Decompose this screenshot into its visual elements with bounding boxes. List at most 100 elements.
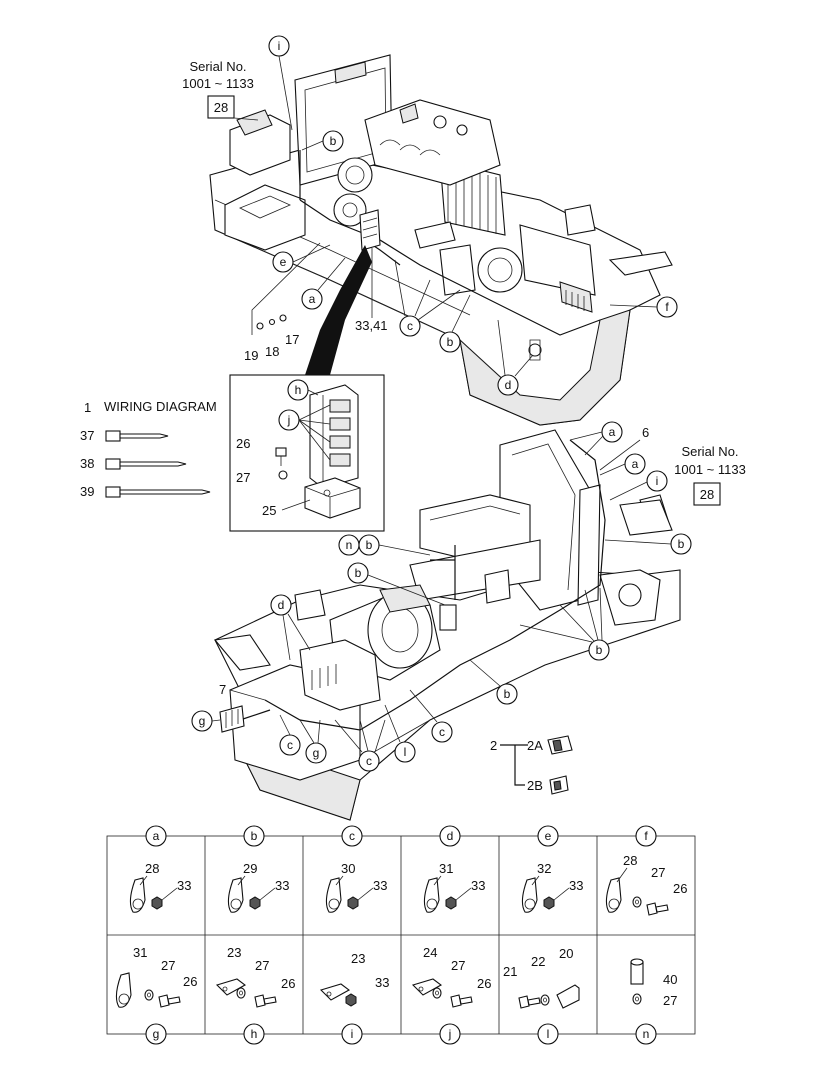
serial-right-box-label: 28 xyxy=(700,487,714,502)
svg-text:33: 33 xyxy=(375,975,389,990)
svg-text:e: e xyxy=(545,829,552,843)
serial-top-box-label: 28 xyxy=(214,100,228,115)
bottom-callout-c1: c xyxy=(279,714,301,756)
grid-header-l: l xyxy=(537,1023,559,1045)
svg-text:c: c xyxy=(366,754,372,768)
grid-header-b: b xyxy=(243,825,265,847)
svg-text:a: a xyxy=(609,425,616,439)
svg-text:17: 17 xyxy=(285,332,299,347)
svg-text:29: 29 xyxy=(243,861,257,876)
svg-text:i: i xyxy=(351,1027,354,1041)
bottom-callout-b-left: b xyxy=(347,562,446,606)
grid-header-g: g xyxy=(145,1023,167,1045)
inset-callout-j: j xyxy=(278,404,331,461)
bottom-assembly: 2 2A 2B Serial No. 1001 ~ 1133 28 a 6 a … xyxy=(191,421,746,821)
legend-num: 1 xyxy=(84,400,91,415)
serial-top-box xyxy=(207,95,235,119)
grid-cell-b: 29 33 xyxy=(227,861,289,913)
cable-tie-37: 37 xyxy=(80,428,169,443)
svg-text:a: a xyxy=(632,457,639,471)
bottom-callout-i: i xyxy=(609,470,668,501)
bottom-callout-g: g xyxy=(191,710,221,732)
bottom-callout-b-n: b xyxy=(358,534,431,556)
svg-text:f: f xyxy=(665,300,669,314)
svg-text:33: 33 xyxy=(471,878,485,893)
svg-text:i: i xyxy=(278,39,281,53)
callout-33-41: 33,41 xyxy=(355,318,388,333)
grid-header-f: f xyxy=(635,825,657,847)
svg-text:33: 33 xyxy=(275,878,289,893)
svg-text:27: 27 xyxy=(651,865,665,880)
grid-header-j: j xyxy=(439,1023,461,1045)
svg-text:33: 33 xyxy=(569,878,583,893)
svg-text:27: 27 xyxy=(236,470,250,485)
svg-text:c: c xyxy=(287,738,293,752)
serial-right-line1: Serial No. xyxy=(681,444,738,459)
grid-cells: 2833293330333133323328272631272623272623… xyxy=(115,853,687,1009)
grid-header-h: h xyxy=(243,1023,265,1045)
svg-text:27: 27 xyxy=(161,958,175,973)
svg-text:19: 19 xyxy=(244,348,258,363)
svg-text:d: d xyxy=(447,829,454,843)
top-callout-e: e xyxy=(272,244,331,273)
svg-text:e: e xyxy=(280,255,287,269)
serial-right-box xyxy=(693,482,721,506)
svg-text:b: b xyxy=(355,566,362,580)
label-2: 2 xyxy=(490,738,497,753)
bottom-callout-6: 6 xyxy=(642,425,649,440)
top-callout-f: f xyxy=(609,296,678,318)
inset-washer-27: 27 xyxy=(236,470,288,485)
grid-header-a: a xyxy=(145,825,167,847)
bottom-callout-d: d xyxy=(270,594,311,661)
top-callout-d: d xyxy=(497,319,534,396)
inset-screw-26: 26 xyxy=(236,436,287,466)
serial-right-line2: 1001 ~ 1133 xyxy=(674,462,746,477)
svg-text:26: 26 xyxy=(477,976,491,991)
grid-header-i: i xyxy=(341,1023,363,1045)
svg-text:37: 37 xyxy=(80,428,94,443)
bottom-callout-b-mid: b xyxy=(469,659,518,705)
connector-inset: h j 26 27 25 xyxy=(229,374,385,532)
svg-text:26: 26 xyxy=(183,974,197,989)
svg-text:d: d xyxy=(278,598,285,612)
bottom-callout-c2: c xyxy=(334,719,386,772)
top-callout-b2: b xyxy=(439,294,471,353)
serial-top-line1: Serial No. xyxy=(189,59,246,74)
svg-text:b: b xyxy=(366,538,373,552)
bottom-callout-c3: c xyxy=(409,689,453,743)
svg-text:26: 26 xyxy=(281,976,295,991)
svg-text:27: 27 xyxy=(663,993,677,1008)
svg-text:28: 28 xyxy=(145,861,159,876)
top-assembly: Serial No. 1001 ~ 1133 28 i b e a c xyxy=(182,35,678,426)
svg-text:i: i xyxy=(656,474,659,488)
svg-text:g: g xyxy=(153,1027,160,1041)
svg-text:j: j xyxy=(448,1027,452,1041)
serial-top-line2: 1001 ~ 1133 xyxy=(182,76,254,91)
svg-text:b: b xyxy=(678,537,685,551)
top-callout-i: i xyxy=(268,35,293,131)
bottom-callout-b-bottom: b xyxy=(519,587,610,661)
svg-text:d: d xyxy=(505,378,512,392)
bottom-callout-b-right: b xyxy=(604,533,692,555)
cable-tie-39: 39 xyxy=(80,484,211,499)
bottom-callout-l: l xyxy=(384,704,416,763)
grid-header-n: n xyxy=(635,1023,657,1045)
svg-text:26: 26 xyxy=(236,436,250,451)
inset-label-25: 25 xyxy=(262,503,276,518)
svg-text:h: h xyxy=(251,1027,258,1041)
svg-text:b: b xyxy=(447,335,454,349)
svg-text:a: a xyxy=(309,292,316,306)
svg-text:b: b xyxy=(596,643,603,657)
svg-text:40: 40 xyxy=(663,972,677,987)
svg-text:a: a xyxy=(153,829,160,843)
svg-text:20: 20 xyxy=(559,946,573,961)
